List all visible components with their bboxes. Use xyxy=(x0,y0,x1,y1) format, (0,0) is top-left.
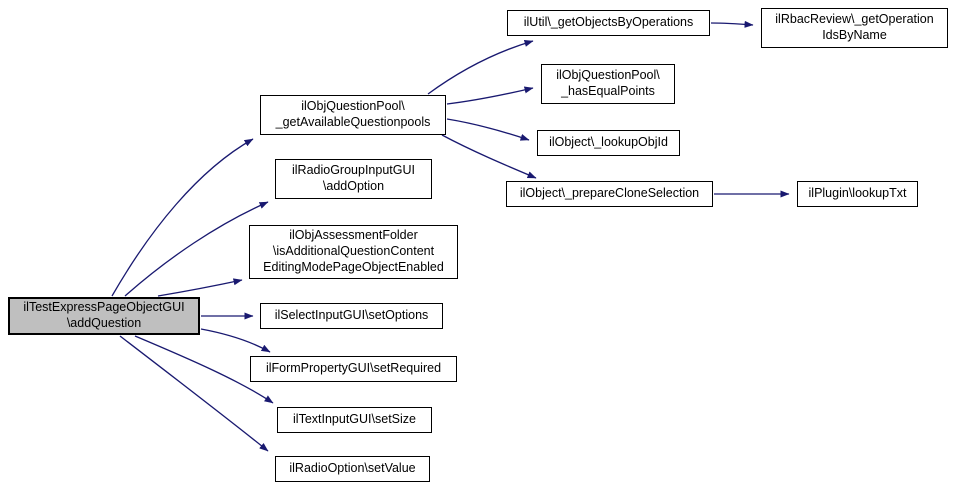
node-lookuptxt[interactable]: ilPlugin\lookupTxt xyxy=(797,181,918,207)
node-setvalue[interactable]: ilRadioOption\setValue xyxy=(275,456,430,482)
node-setsize[interactable]: ilTextInputGUI\setSize xyxy=(277,407,432,433)
edge-addquestion-setsize xyxy=(134,335,274,404)
node-addoption[interactable]: ilRadioGroupInputGUI \addOption xyxy=(275,159,432,199)
node-getobjectsbyoperations[interactable]: ilUtil\_getObjectsByOperations xyxy=(507,10,710,36)
edge-getobjectsbyoperations-getoperationidsbyname xyxy=(710,20,754,28)
node-addquestion: ilTestExpressPageObjectGUI \addQuestion xyxy=(8,297,200,335)
node-getavailablequestionpools[interactable]: ilObjQuestionPool\ _getAvailableQuestion… xyxy=(260,95,446,135)
node-preparecloneselection[interactable]: ilObject\_prepareCloneSelection xyxy=(506,181,713,207)
edge-getavailablequestionpools-preparecloneselection xyxy=(441,134,537,179)
node-setoptions[interactable]: ilSelectInputGUI\setOptions xyxy=(260,303,443,329)
edge-getavailablequestionpools-getobjectsbyoperations xyxy=(427,40,534,95)
edge-getavailablequestionpools-lookupobjid xyxy=(446,118,530,141)
edge-addquestion-setrequired xyxy=(200,328,271,353)
node-setrequired[interactable]: ilFormPropertyGUI\setRequired xyxy=(250,356,457,382)
node-getoperationidsbyname[interactable]: ilRbacReview\_getOperation IdsByName xyxy=(761,8,948,48)
edge-addquestion-setvalue xyxy=(119,335,269,452)
node-lookupobjid[interactable]: ilObject\_lookupObjId xyxy=(537,130,680,156)
edge-addquestion-iseditingmodeenabled xyxy=(157,278,243,297)
edge-addquestion-getavailablequestionpools xyxy=(111,138,254,297)
node-iseditingmodeenabled[interactable]: ilObjAssessmentFolder \isAdditionalQuest… xyxy=(249,225,458,279)
node-hasequalpoints[interactable]: ilObjQuestionPool\ _hasEqualPoints xyxy=(541,64,675,104)
edge-getavailablequestionpools-hasequalpoints xyxy=(446,86,534,105)
edge-addquestion-addoption xyxy=(124,201,269,297)
